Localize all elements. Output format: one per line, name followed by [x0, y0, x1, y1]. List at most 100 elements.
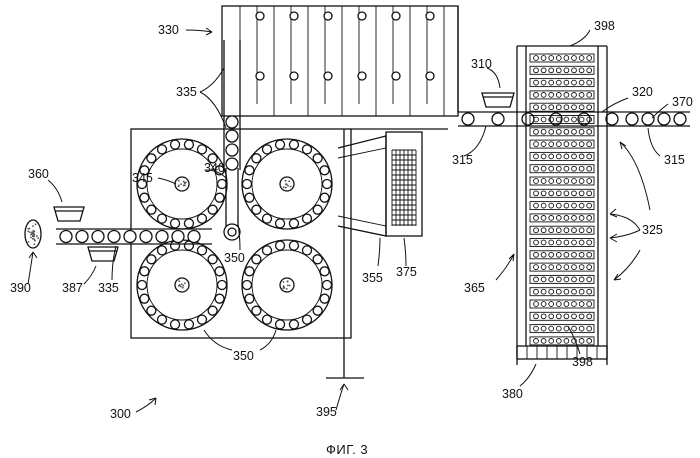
rack-tray: [530, 214, 594, 222]
wheel-hub: [280, 278, 294, 292]
conveyor-roller: [188, 231, 200, 243]
wheel-pocket: [140, 294, 149, 303]
wheel-pocket: [147, 205, 156, 214]
chute-ball: [226, 144, 238, 156]
wheel-pocket: [171, 320, 180, 329]
wheel-pocket: [218, 281, 227, 290]
transfer-roller: [674, 113, 686, 125]
rack-tower: [517, 46, 607, 365]
label-365: 365: [464, 281, 485, 295]
label-350-mid: 350: [224, 251, 245, 265]
conveyor-roller: [108, 231, 120, 243]
serpentine-roller: [324, 72, 332, 80]
wheel-pocket: [303, 145, 312, 154]
label-390: 390: [10, 281, 31, 295]
transfer-roller: [462, 113, 474, 125]
wheel-hub: [175, 177, 189, 191]
cooking-wheel: [242, 240, 332, 330]
wheel-pocket: [147, 306, 156, 315]
rack-tray: [530, 54, 594, 62]
stand-395: [326, 129, 448, 378]
wheel-pocket: [276, 241, 285, 250]
label-315-left: 315: [452, 153, 473, 167]
wheel-pocket: [158, 214, 167, 223]
rack-tray: [530, 79, 594, 87]
wheel-pocket: [140, 193, 149, 202]
label-350-bottom: 350: [233, 349, 254, 363]
transfer-roller: [658, 113, 670, 125]
serpentine-roller: [256, 72, 264, 80]
rack-tray: [530, 337, 594, 345]
conveyor-roller: [124, 231, 136, 243]
wheel-pocket: [245, 166, 254, 175]
wheel-pocket: [252, 205, 261, 214]
chute-ball: [226, 116, 238, 128]
wheel-pocket: [263, 145, 272, 154]
chute-ball: [226, 130, 238, 142]
rack-tray: [530, 177, 594, 185]
rack-tray: [530, 275, 594, 283]
wheel-pocket: [276, 140, 285, 149]
frame-375: [386, 132, 422, 236]
serpentine-roller: [426, 12, 434, 20]
product-390: [25, 220, 41, 248]
label-395: 395: [316, 405, 337, 419]
rack-tray: [530, 91, 594, 99]
wheel-pocket: [320, 267, 329, 276]
label-325: 325: [642, 223, 663, 237]
wheel-pocket: [198, 214, 207, 223]
wheel-pocket: [289, 320, 298, 329]
wheel-pocket: [171, 219, 180, 228]
wheel-pocket: [245, 193, 254, 202]
label-375: 375: [396, 265, 417, 279]
wheel-pocket: [289, 241, 298, 250]
label-370: 370: [672, 95, 693, 109]
serpentine-roller: [392, 72, 400, 80]
cooking-wheel: [242, 139, 332, 229]
serpentine-roller: [426, 72, 434, 80]
label-330: 330: [158, 23, 179, 37]
label-320: 320: [632, 85, 653, 99]
serpentine-roller: [392, 12, 400, 20]
label-355: 355: [362, 271, 383, 285]
wheel-pocket: [289, 140, 298, 149]
wheel-pocket: [215, 294, 224, 303]
wheel-pocket: [323, 281, 332, 290]
transfer-roller: [626, 113, 638, 125]
rack-tray: [530, 202, 594, 210]
conveyor-roller: [76, 231, 88, 243]
serpentine-roller: [358, 72, 366, 80]
wheel-pocket: [320, 166, 329, 175]
wheel-pocket: [276, 219, 285, 228]
serpentine-roller: [358, 12, 366, 20]
label-300: 300: [110, 407, 131, 421]
serpentine-roller: [256, 12, 264, 20]
wheel-pocket: [158, 315, 167, 324]
transfer-roller: [642, 113, 654, 125]
rack-tray: [530, 140, 594, 148]
wheel-pocket: [198, 246, 207, 255]
conveyor-roller: [92, 231, 104, 243]
wheel-pocket: [208, 205, 217, 214]
wheel-pocket: [158, 246, 167, 255]
wheel-pocket: [323, 180, 332, 189]
wheel-pocket: [313, 306, 322, 315]
transfer-roller: [606, 113, 618, 125]
wheel-pocket: [218, 180, 227, 189]
serpentine-conveyor-330: [222, 6, 458, 116]
rack-tray: [530, 152, 594, 160]
wheel-pocket: [171, 140, 180, 149]
wheel-pocket: [289, 219, 298, 228]
rack-tray: [530, 103, 594, 111]
label-335-top: 335: [176, 85, 197, 99]
wheel-pocket: [147, 255, 156, 264]
wheel-pocket: [198, 315, 207, 324]
wheel-pocket: [276, 320, 285, 329]
feed-chute-335: [224, 40, 240, 170]
wheel-pocket: [208, 306, 217, 315]
rack-tray: [530, 128, 594, 136]
label-380: 380: [502, 387, 523, 401]
rack-tray: [530, 66, 594, 74]
rack-tray: [530, 263, 594, 271]
